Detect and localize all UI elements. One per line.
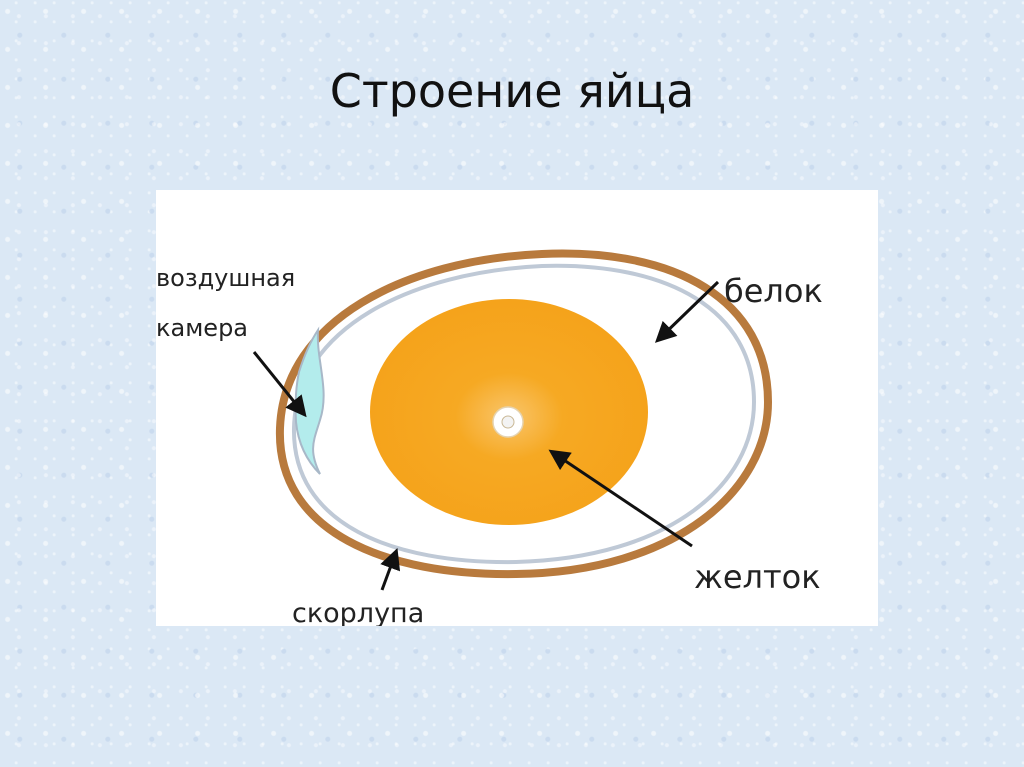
- albumen-label: белок: [724, 272, 823, 310]
- shell-label: скорлупа: [292, 598, 424, 626]
- air-cell: [294, 326, 325, 475]
- air-cell-label-line2: камера: [156, 314, 248, 342]
- yolk-label: желток: [694, 558, 821, 596]
- shell-pointer: [380, 548, 401, 591]
- germinal-disc-center: [501, 415, 515, 429]
- air-cell-pointer: [252, 351, 307, 418]
- air-cell-label-line1: воздушная: [156, 264, 295, 292]
- slide-title: Строение яйца: [329, 64, 695, 118]
- egg-diagram: воздушная камера белок желток скорлупа: [156, 249, 823, 626]
- yolk-pointer: [548, 449, 693, 548]
- egg-diagram-panel: воздушная камера белок желток скорлупа: [156, 190, 878, 626]
- albumen-pointer: [654, 280, 720, 343]
